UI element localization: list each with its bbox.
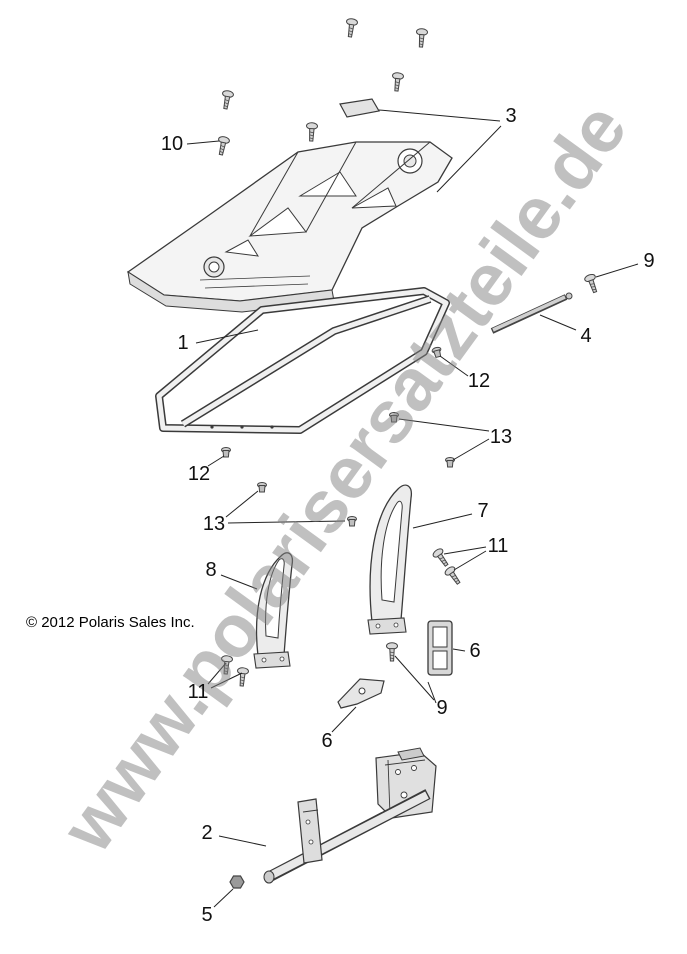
leader-line-13 <box>225 490 259 518</box>
rack-extension-frame <box>155 287 450 434</box>
leader-line-6 <box>331 706 357 733</box>
push-fasteners <box>221 345 455 527</box>
leader-line-7 <box>412 513 473 529</box>
leader-line-12 <box>439 355 469 377</box>
leader-line-13 <box>398 418 490 432</box>
leader-line-13 <box>227 520 346 524</box>
leader-line-6 <box>452 648 466 652</box>
leader-line-9 <box>394 655 435 701</box>
leader-line-4 <box>539 314 577 331</box>
leader-line-2 <box>218 835 267 847</box>
mounting-plate <box>339 98 380 118</box>
leader-line-9 <box>595 263 639 278</box>
leader-line-11 <box>453 550 487 571</box>
leader-line-10 <box>186 140 220 145</box>
rack-platform <box>126 141 453 313</box>
leader-line-12 <box>207 455 225 467</box>
support-bracket-left <box>253 552 294 669</box>
support-bracket-right <box>367 484 412 635</box>
leader-line-11 <box>207 662 227 685</box>
flat-bracket <box>337 678 385 709</box>
copyright-notice: © 2012 Polaris Sales Inc. <box>26 614 195 631</box>
leader-line-5 <box>213 888 234 908</box>
leader-line-11 <box>210 672 243 689</box>
cap-nut <box>229 875 245 889</box>
leader-line-3 <box>436 125 502 193</box>
leader-line-9 <box>427 681 437 704</box>
leader-line-11 <box>443 546 487 555</box>
leader-line-1 <box>195 329 259 344</box>
leader-line-13 <box>452 438 490 461</box>
lower-support-tube <box>263 747 437 884</box>
slotted-bracket <box>427 620 453 676</box>
leader-lines <box>186 109 639 908</box>
leader-line-8 <box>220 574 258 590</box>
support-rod <box>490 292 573 334</box>
leader-line-3 <box>378 109 501 122</box>
mounting-screws-top <box>215 17 429 157</box>
